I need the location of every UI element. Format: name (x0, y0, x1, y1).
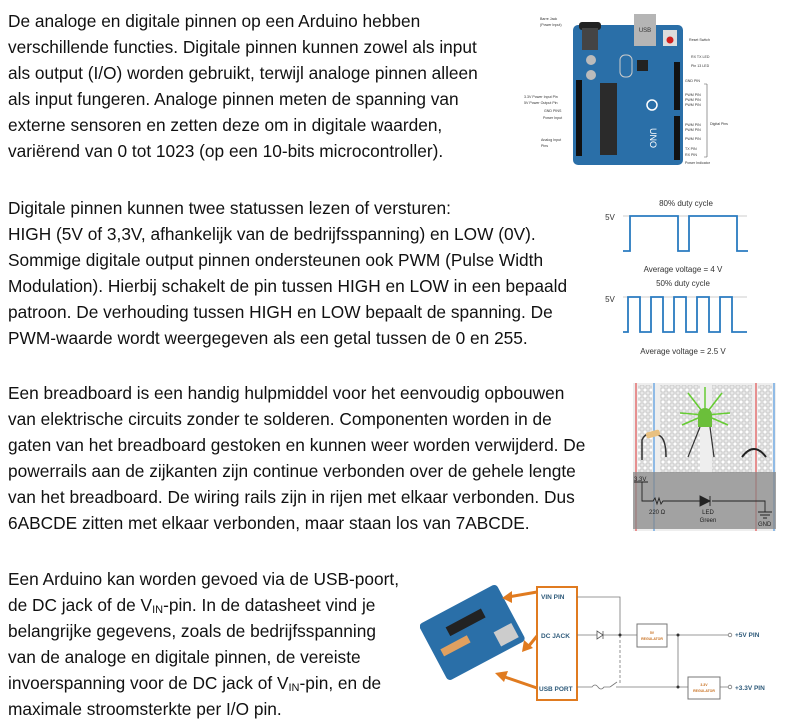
left-labels: Barre Jack (Power Input) 3.3V Power Inpu… (524, 17, 562, 148)
paragraph-digital-pwm: Digitale pinnen kunnen twee statussen le… (8, 195, 567, 351)
text-line: als output (I/O) worden gebruikt, terwij… (8, 63, 478, 83)
text-line: Digitale pinnen kunnen twee statussen le… (8, 198, 451, 218)
power-supply-diagram: VIN PIN DC JACK USB PORT +5V PIN +3.3V P… (420, 584, 765, 701)
subscript-in: IN (152, 604, 164, 616)
regulator-label: REGULATOR (693, 689, 715, 693)
3v3-pin-label: +3.3V PIN (735, 685, 765, 692)
led-label: LED (702, 510, 714, 516)
vin-pin-label: VIN PIN (541, 594, 565, 601)
label: 3.3V Power Input Pin (524, 95, 558, 99)
pwm-duty-cycle-diagram: 80% duty cycle Average voltage = 4 V 50%… (605, 199, 748, 356)
text-line: variërend van 0 tot 1023 (op een 10-bits… (8, 141, 444, 161)
5v-regulator (636, 623, 668, 648)
text-span: -pin. In de datasheet vind je (163, 595, 376, 615)
avg-voltage-2-5: Average voltage = 2.5 V (640, 347, 726, 356)
text-line: Sommige digitale output pinnen ondersteu… (8, 250, 544, 270)
level-5v: 5V (605, 213, 615, 222)
duty-title-50: 50% duty cycle (656, 279, 710, 288)
text-line: belangrijke gegevens, zoals de bedrijfss… (8, 621, 376, 641)
text-line: powerrails aan de zijkanten zijn continu… (8, 461, 576, 481)
text-line: HIGH (5V of 3,3V, afhankelijk van de bed… (8, 224, 536, 244)
waveform-80 (623, 215, 748, 252)
label: 5V Power Output Pin (524, 101, 558, 105)
subscript-in: IN (288, 682, 300, 694)
text-line: als input fungeren. Analoge pinnen meten… (8, 89, 459, 109)
label: PWM PIN (685, 137, 701, 141)
label: PWM PIN (685, 128, 701, 132)
text-line: maximale stroomsterkte per I/O pin. (8, 699, 282, 719)
label: Reset Switch (689, 38, 710, 42)
label: PWM PIN (685, 103, 701, 107)
label: Barre Jack (540, 17, 557, 21)
label: GND PINS (544, 109, 562, 113)
led-color-label: Green (700, 518, 717, 524)
text-span: -pin, en de (299, 673, 382, 693)
microcontroller-chip (600, 83, 617, 155)
regulator-label: 3.3V (700, 683, 708, 687)
text-line: van elektrische circuits zonder te solde… (8, 409, 552, 429)
supply-label: 3.3V (634, 477, 646, 483)
paragraph-analog-digital-pins: De analoge en digitale pinnen op een Ard… (8, 8, 478, 164)
paragraph-breadboard: Een breadboard is een handig hulpmiddel … (8, 380, 585, 536)
text-line: De analoge en digitale pinnen op een Ard… (8, 11, 421, 31)
usb-port (634, 14, 656, 46)
label: PWM PIN (685, 123, 701, 127)
barrel-jack (582, 28, 598, 50)
paragraph-power-supply: Een Arduino kan worden gevoed via de USB… (8, 566, 399, 722)
label: PWM PIN (685, 93, 701, 97)
3v3-regulator (687, 676, 721, 700)
waveform-50 (623, 296, 747, 333)
text-span: invoerspanning voor de DC jack of V (8, 673, 289, 693)
text-line: externe sensoren en zetten deze om in di… (8, 115, 443, 135)
text-line: gaten van het breadboard gestoken en kun… (8, 435, 586, 455)
label: TX PIN (685, 147, 697, 151)
level-5v: 5V (605, 295, 615, 304)
label: Power Indicator (685, 161, 711, 165)
diode-icon (596, 630, 604, 640)
dc-jack-label: DC JACK (541, 633, 570, 640)
arduino-uno-diagram: USB UNO Barre Jack (Power Input) 3.3V Po… (524, 14, 728, 165)
text-line: PWM-waarde wordt weergegeven als een get… (8, 328, 528, 348)
text-span: de DC jack of de V (8, 595, 153, 615)
text-line: Modulation). Hierbij schakelt de pin tus… (8, 276, 568, 296)
text-line: verschillende functies. Digitale pinnen … (8, 37, 477, 57)
text-line: Een breadboard is een handig hulpmiddel … (8, 383, 565, 403)
usb-port-label: USB PORT (539, 686, 573, 693)
regulator-label: 5V (650, 631, 655, 635)
text-line: Een Arduino kan worden gevoed via de USB… (8, 569, 399, 589)
uno-label: UNO (648, 128, 658, 148)
label: Power Input (543, 116, 562, 120)
right-labels: Reset Switch RX TX LED Pin 13 LED GND PI… (685, 38, 728, 165)
duty-title-80: 80% duty cycle (659, 199, 713, 208)
5v-pin-label: +5V PIN (735, 632, 760, 639)
label: Digital Pins (710, 122, 728, 126)
input-box (536, 586, 578, 701)
gnd-label: GND (758, 522, 772, 528)
resistor-label: 220 Ω (649, 510, 666, 516)
led-icon (698, 408, 712, 427)
label: GND PIN (685, 79, 700, 83)
text-line: van de analoge en digitale pinnen, de ve… (8, 647, 361, 667)
label: RX TX LED (691, 55, 710, 59)
usb-label: USB (639, 28, 651, 34)
text-line: 6ABCDE zitten met elkaar verbonden, maar… (8, 513, 530, 533)
avg-voltage-4: Average voltage = 4 V (644, 265, 723, 274)
breadboard-led-diagram: 3.3V 220 Ω LED Green GND (633, 383, 776, 531)
label: RX PIN (685, 153, 697, 157)
label: Pin 13 LED (691, 64, 710, 68)
regulator-label: REGULATOR (641, 637, 663, 641)
label: PWM PIN (685, 98, 701, 102)
arduino-board-image (420, 584, 525, 680)
label: Pins (541, 144, 548, 148)
arrows (495, 590, 539, 690)
text-line: patroon. De verhouding tussen HIGH en LO… (8, 302, 553, 322)
text-line: de DC jack of de VIN-pin. In de datashee… (8, 592, 399, 618)
label: (Power Input) (540, 23, 562, 27)
reset-button-icon (666, 36, 674, 44)
text-line: invoerspanning voor de DC jack of VIN-pi… (8, 670, 399, 696)
text-line: van het breadboard. De wiring rails zijn… (8, 487, 575, 507)
resistor-icon (645, 429, 661, 439)
label: Analog Input (541, 138, 561, 142)
